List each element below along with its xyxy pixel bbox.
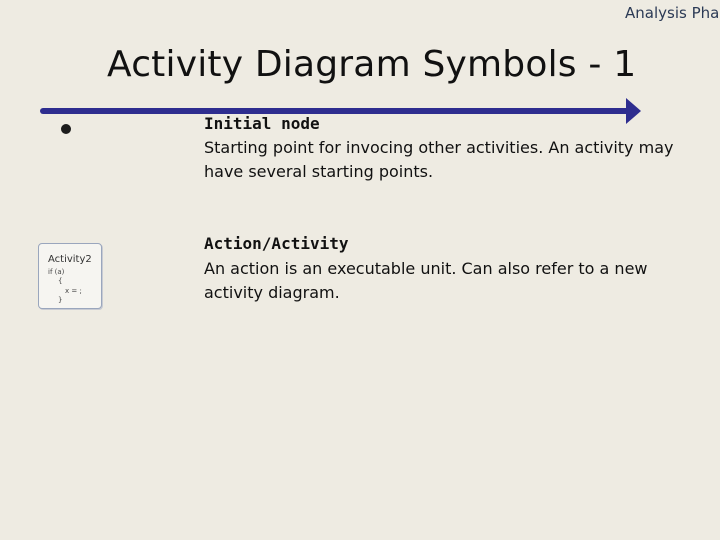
slide-title: Activity Diagram Symbols - 1 (107, 44, 637, 85)
activity-box-code-line: if (a) (48, 268, 65, 276)
filled-circle-icon (61, 124, 71, 134)
initial-node-title: Initial node (204, 114, 320, 133)
activity-box-code-line: { (58, 277, 63, 285)
activity-box-code-line: } (58, 296, 63, 304)
activity-box-icon: Activity2 if (a) { x = ; } (38, 243, 102, 309)
initial-node-description: Starting point for invocing other activi… (204, 138, 674, 181)
action-activity-description: An action is an executable unit. Can als… (204, 259, 648, 302)
title-underline-arrow (40, 98, 641, 124)
activity-box-name: Activity2 (48, 254, 92, 265)
activity-box-code-line: x = ; (65, 287, 82, 295)
section-header-text: Analysis Pha (625, 4, 720, 22)
action-activity-title: Action/Activity (204, 234, 349, 253)
